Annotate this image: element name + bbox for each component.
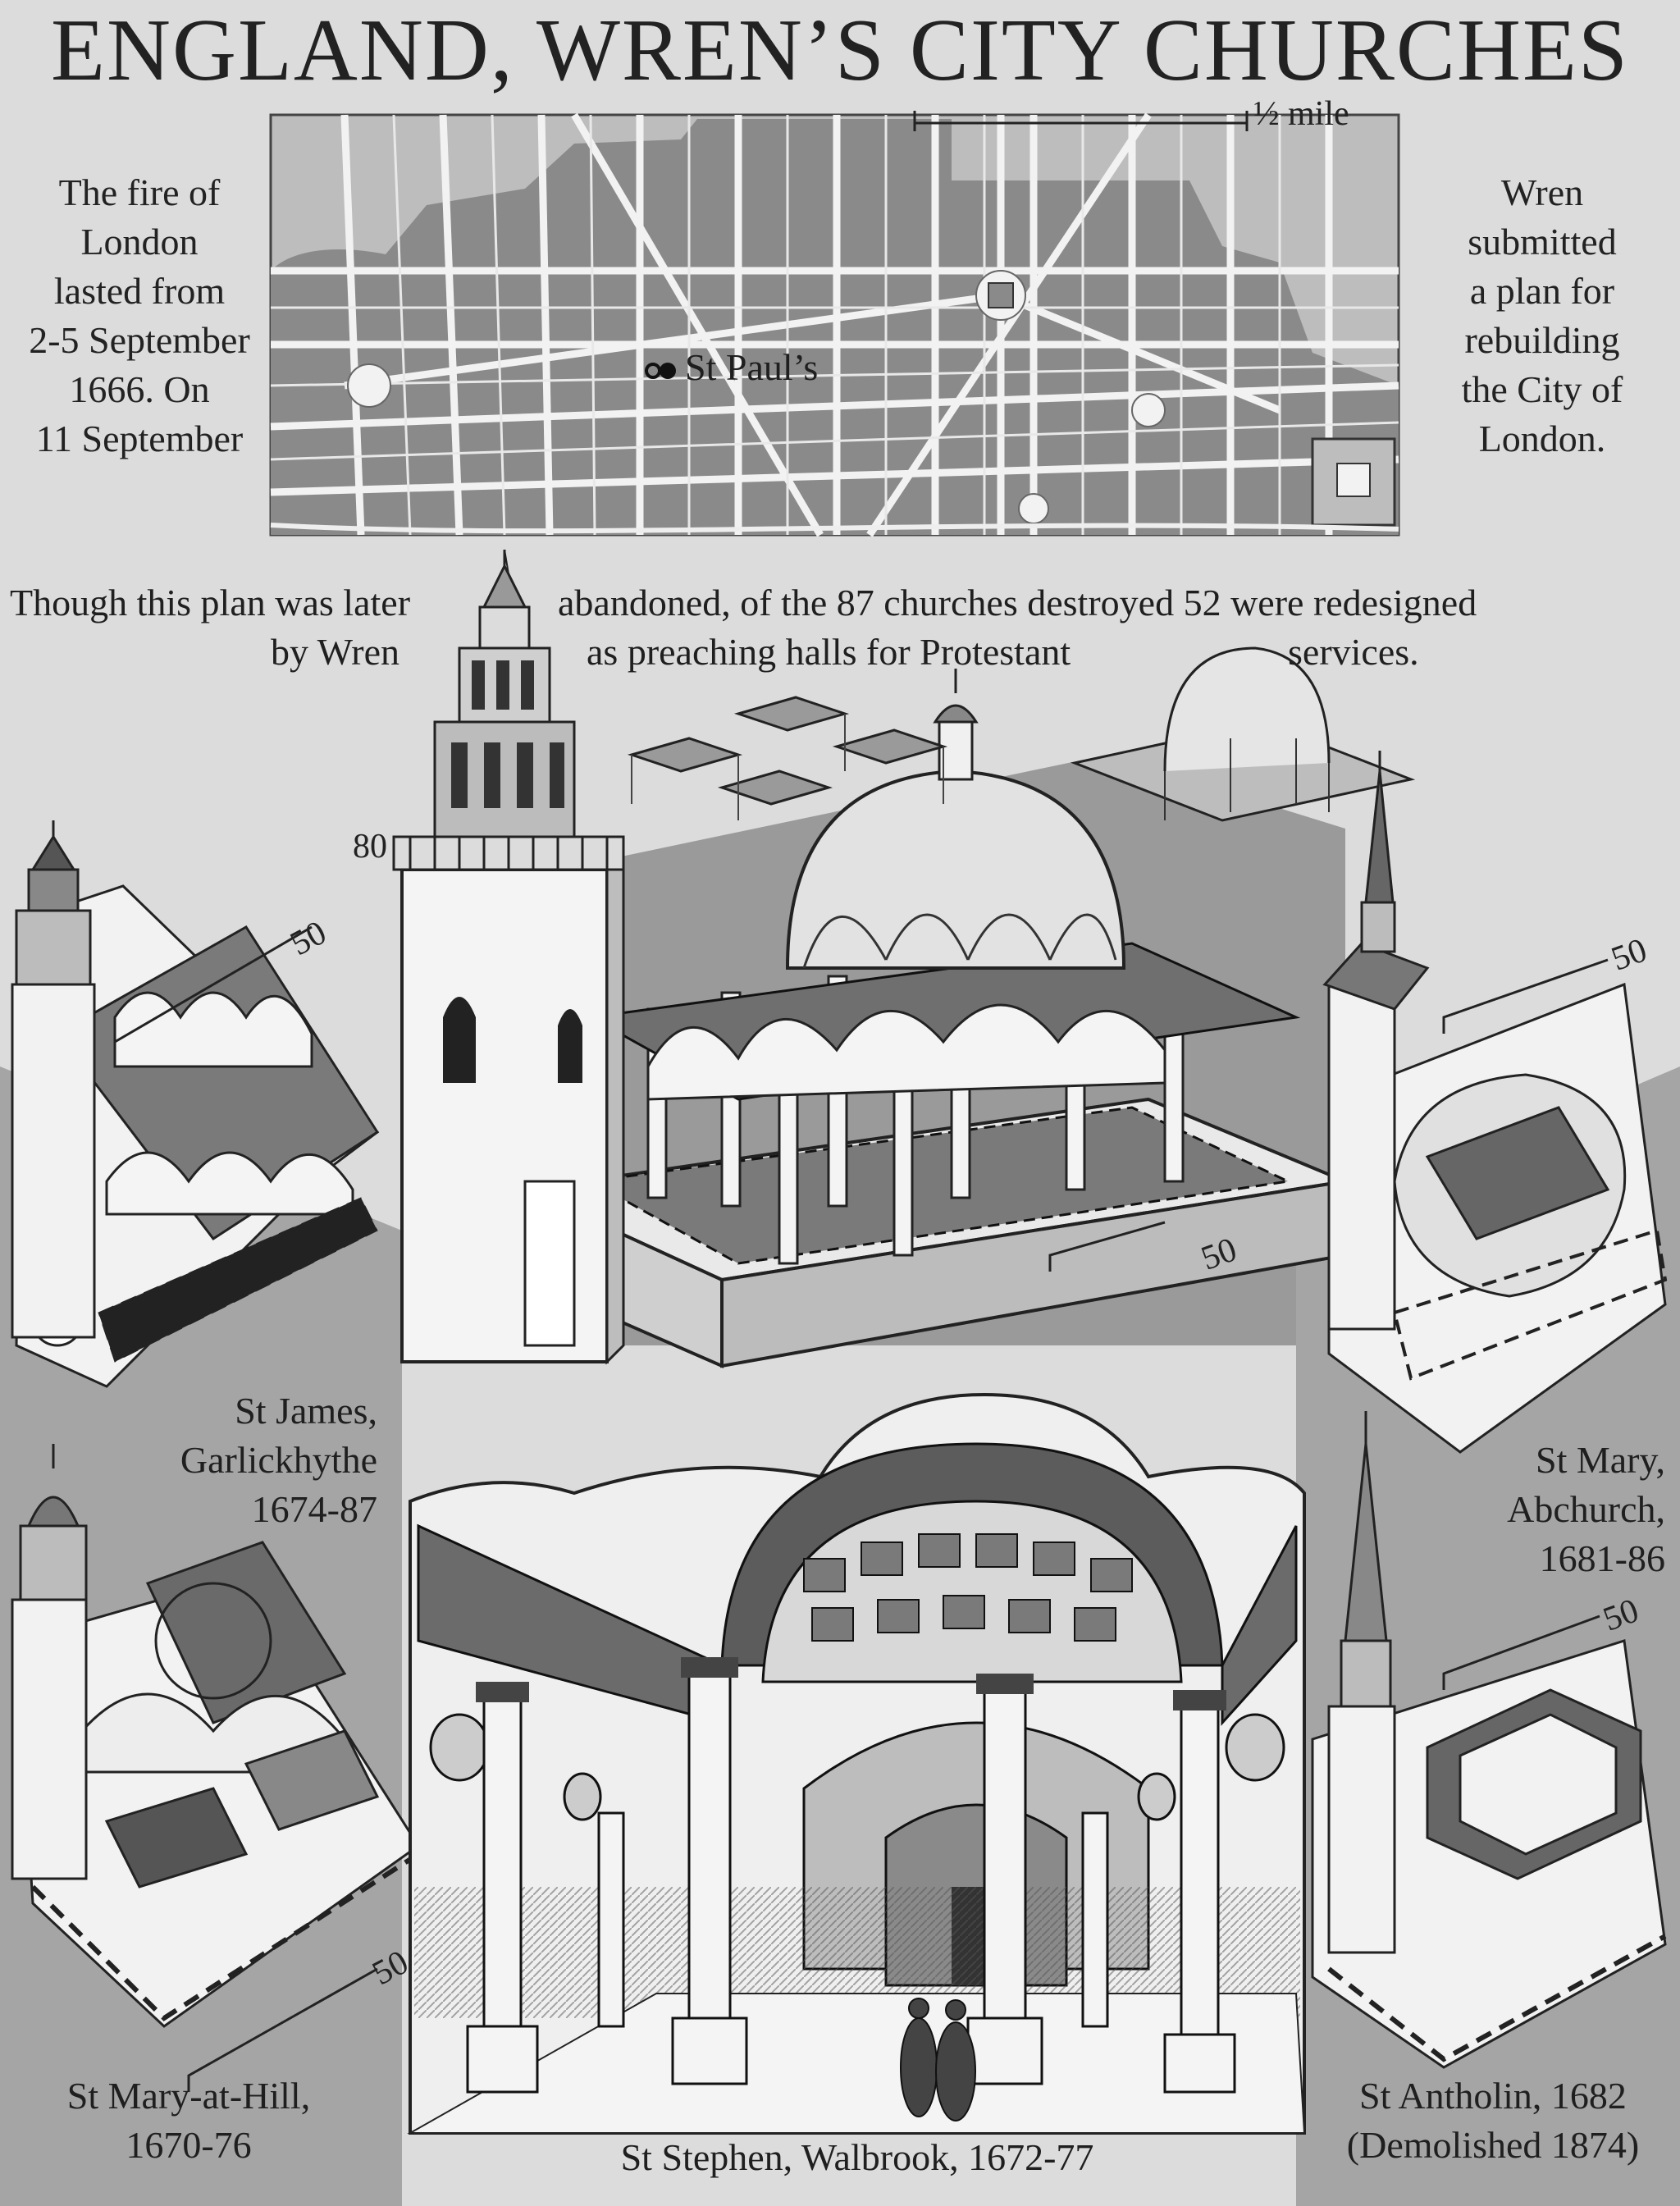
st-mary-abchurch-isometric <box>1322 751 1668 1454</box>
intro-left-line: lasted from <box>53 270 226 312</box>
caption-st-mary-abchurch: St Mary, Abchurch, 1681-86 <box>1395 1436 1665 1583</box>
intro-right-line: London. <box>1478 418 1606 459</box>
caption-st-stephen: St Stephen, Walbrook, 1672-77 <box>620 2136 1094 2178</box>
caption-line: St Mary, <box>1535 1439 1665 1481</box>
intro-left-line: 2-5 September <box>29 319 250 361</box>
scale-mark-tower: 80 <box>353 828 387 866</box>
caption-line: 1674-87 <box>251 1488 377 1530</box>
caption-line: St Antholin, 1682 <box>1359 2075 1627 2117</box>
map-scale-bar <box>913 111 1249 131</box>
map-scale-label: ½ mile <box>1253 94 1385 134</box>
intro-right-line: a plan for <box>1469 270 1615 312</box>
caption-line: (Demolished 1874) <box>1346 2124 1640 2166</box>
map-scale-unit: mile <box>1288 95 1349 133</box>
map-scale-fraction: ½ <box>1253 95 1280 133</box>
st-james-isometric <box>11 820 380 1388</box>
st-stephen-isometric <box>392 549 1352 1369</box>
city-map <box>269 111 1400 537</box>
caption-line: 1681-86 <box>1539 1537 1665 1579</box>
page-title: ENGLAND, WREN’S CITY CHURCHES <box>50 2 1629 99</box>
intro-left-line: 1666. On <box>69 368 210 410</box>
caption-line: St James, <box>235 1390 377 1432</box>
plan-diagrams <box>627 646 1416 822</box>
st-pauls-marker <box>645 363 676 379</box>
intro-right-line: rebuilding <box>1464 319 1620 361</box>
summary-line1-b: abandoned, of the 87 churches destroyed … <box>558 582 1477 623</box>
caption-line: St Mary-at-Hill, <box>66 2075 311 2117</box>
st-stephen-interior-engraving <box>407 1392 1306 2135</box>
summary-line2-b: as preaching halls for Protestant <box>587 631 1071 673</box>
intro-left: The fire of London lasted from 2-5 Septe… <box>16 168 262 464</box>
summary-line2-c: services. <box>1288 631 1419 673</box>
intro-right-line: the City of <box>1461 368 1623 410</box>
caption-line: Garlickhythe <box>180 1439 377 1481</box>
st-mary-at-hill-isometric <box>11 1444 421 2092</box>
intro-right-line: submitted <box>1468 221 1617 263</box>
st-pauls-label: St Paul’s <box>685 346 819 388</box>
caption-st-mary-at-hill: St Mary-at-Hill, 1670-76 <box>16 2071 361 2170</box>
intro-left-line: The fire of <box>58 171 221 213</box>
intro-left-line: 11 September <box>35 418 244 459</box>
caption-st-james: St James, Garlickhythe 1674-87 <box>107 1386 377 1534</box>
st-antholin-isometric <box>1311 1411 1667 2069</box>
caption-line: 1670-76 <box>126 2124 252 2166</box>
caption-st-antholin: St Antholin, 1682 (Demolished 1874) <box>1312 2071 1673 2170</box>
intro-right: Wren submitted a plan for rebuilding the… <box>1419 168 1665 464</box>
intro-right-line: Wren <box>1500 171 1584 213</box>
caption-line: Abchurch, <box>1507 1488 1665 1530</box>
intro-left-line: London <box>80 221 199 263</box>
summary-line2-a: by Wren <box>271 631 399 673</box>
summary-line1-a: Though this plan was later <box>10 582 411 623</box>
